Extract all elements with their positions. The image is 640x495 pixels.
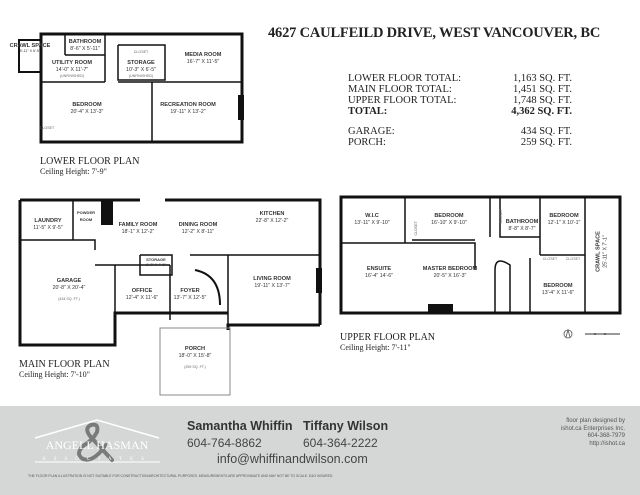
svg-text:ASSOCIATES: ASSOCIATES [42, 457, 152, 462]
closet-label: CLOSET [498, 209, 503, 224]
agent-phone[interactable]: 604-364-2222 [303, 436, 378, 450]
scale-bar [585, 333, 620, 335]
closet-label: CLOSET [565, 257, 581, 261]
room-powder: POWDER ROOM [77, 210, 95, 222]
ampersand-logo-mark [77, 422, 114, 462]
contact-email[interactable]: info@whiffinandwilson.com [217, 452, 368, 466]
total-row: TOTAL:4,362 SQ. FT. [348, 106, 572, 117]
disclaimer: THE FLOOR PLAN ILLUSTRATION IS NOT SUITA… [28, 474, 334, 478]
footer-band: ANGELL HASMAN ASSOCIATES Samantha Whiffi… [0, 406, 640, 495]
closet-label: CLOSET [542, 257, 558, 261]
designer-link[interactable]: http://ishot.ca [589, 440, 625, 447]
area-totals: LOWER FLOOR TOTAL:1,163 SQ. FT. MAIN FLO… [348, 73, 572, 148]
total-row: LOWER FLOOR TOTAL:1,163 SQ. FT. [348, 73, 572, 84]
property-address: 4627 CAULFEILD DRIVE, WEST VANCOUVER, BC [268, 25, 601, 41]
svg-text:ANGELL HASMAN: ANGELL HASMAN [46, 438, 149, 452]
agent-name: Samantha Whiffin [187, 419, 293, 433]
agent-name: Tiffany Wilson [303, 419, 389, 433]
closet-label: CLOSET [39, 126, 55, 130]
total-row: MAIN FLOOR TOTAL:1,451 SQ. FT. [348, 84, 572, 95]
agent-phone[interactable]: 604-764-8862 [187, 436, 262, 450]
upper-floor-outline [339, 195, 622, 315]
porch-row: PORCH:259 SQ. FT. [348, 137, 572, 148]
floor-plan-walls [18, 32, 622, 396]
closet-label: CLOSET [133, 50, 149, 54]
total-row: UPPER FLOOR TOTAL:1,748 SQ. FT. [348, 95, 572, 106]
garage-row: GARAGE:434 SQ. FT. [348, 126, 572, 137]
closet-label: CLOSET [413, 221, 418, 236]
lower-floor-outline [39, 32, 244, 144]
brokerage-logo: ANGELL HASMAN ASSOCIATES [30, 414, 165, 464]
north-arrow-icon [563, 328, 573, 339]
